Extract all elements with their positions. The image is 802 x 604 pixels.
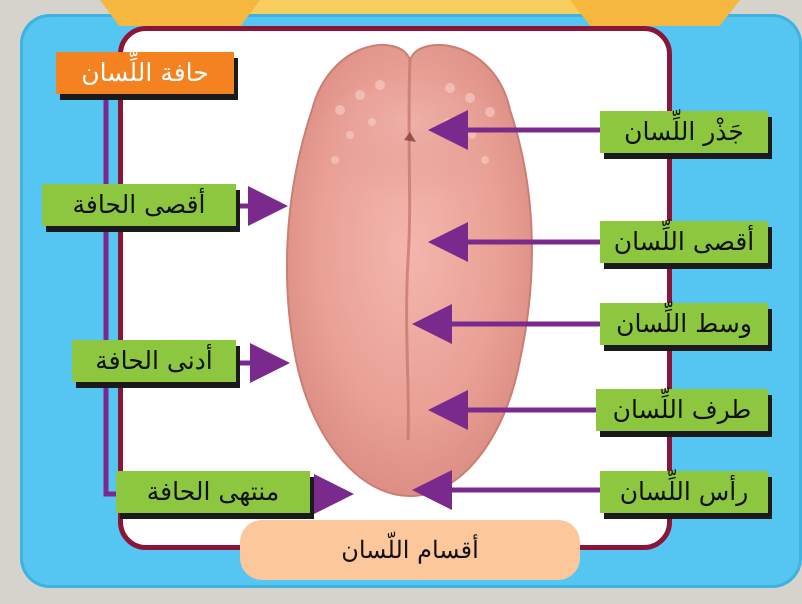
- label-side-tip: طرف اللِّسان: [596, 389, 768, 431]
- label-back-edge: أقصى الحافة: [42, 184, 236, 226]
- label-edge-heading: حافة اللِّسان: [56, 52, 234, 94]
- label-root: جَذْر اللِّسان: [600, 111, 768, 153]
- label-end-edge: منتهى الحافة: [116, 471, 310, 513]
- label-middle: وسط اللِّسان: [600, 303, 768, 345]
- label-near-edge: أدنى الحافة: [72, 340, 236, 382]
- diagram-title: أقسام اللّسان: [240, 520, 580, 580]
- label-tip: رأس اللِّسان: [600, 471, 768, 513]
- label-back: أقصى اللِّسان: [600, 221, 768, 263]
